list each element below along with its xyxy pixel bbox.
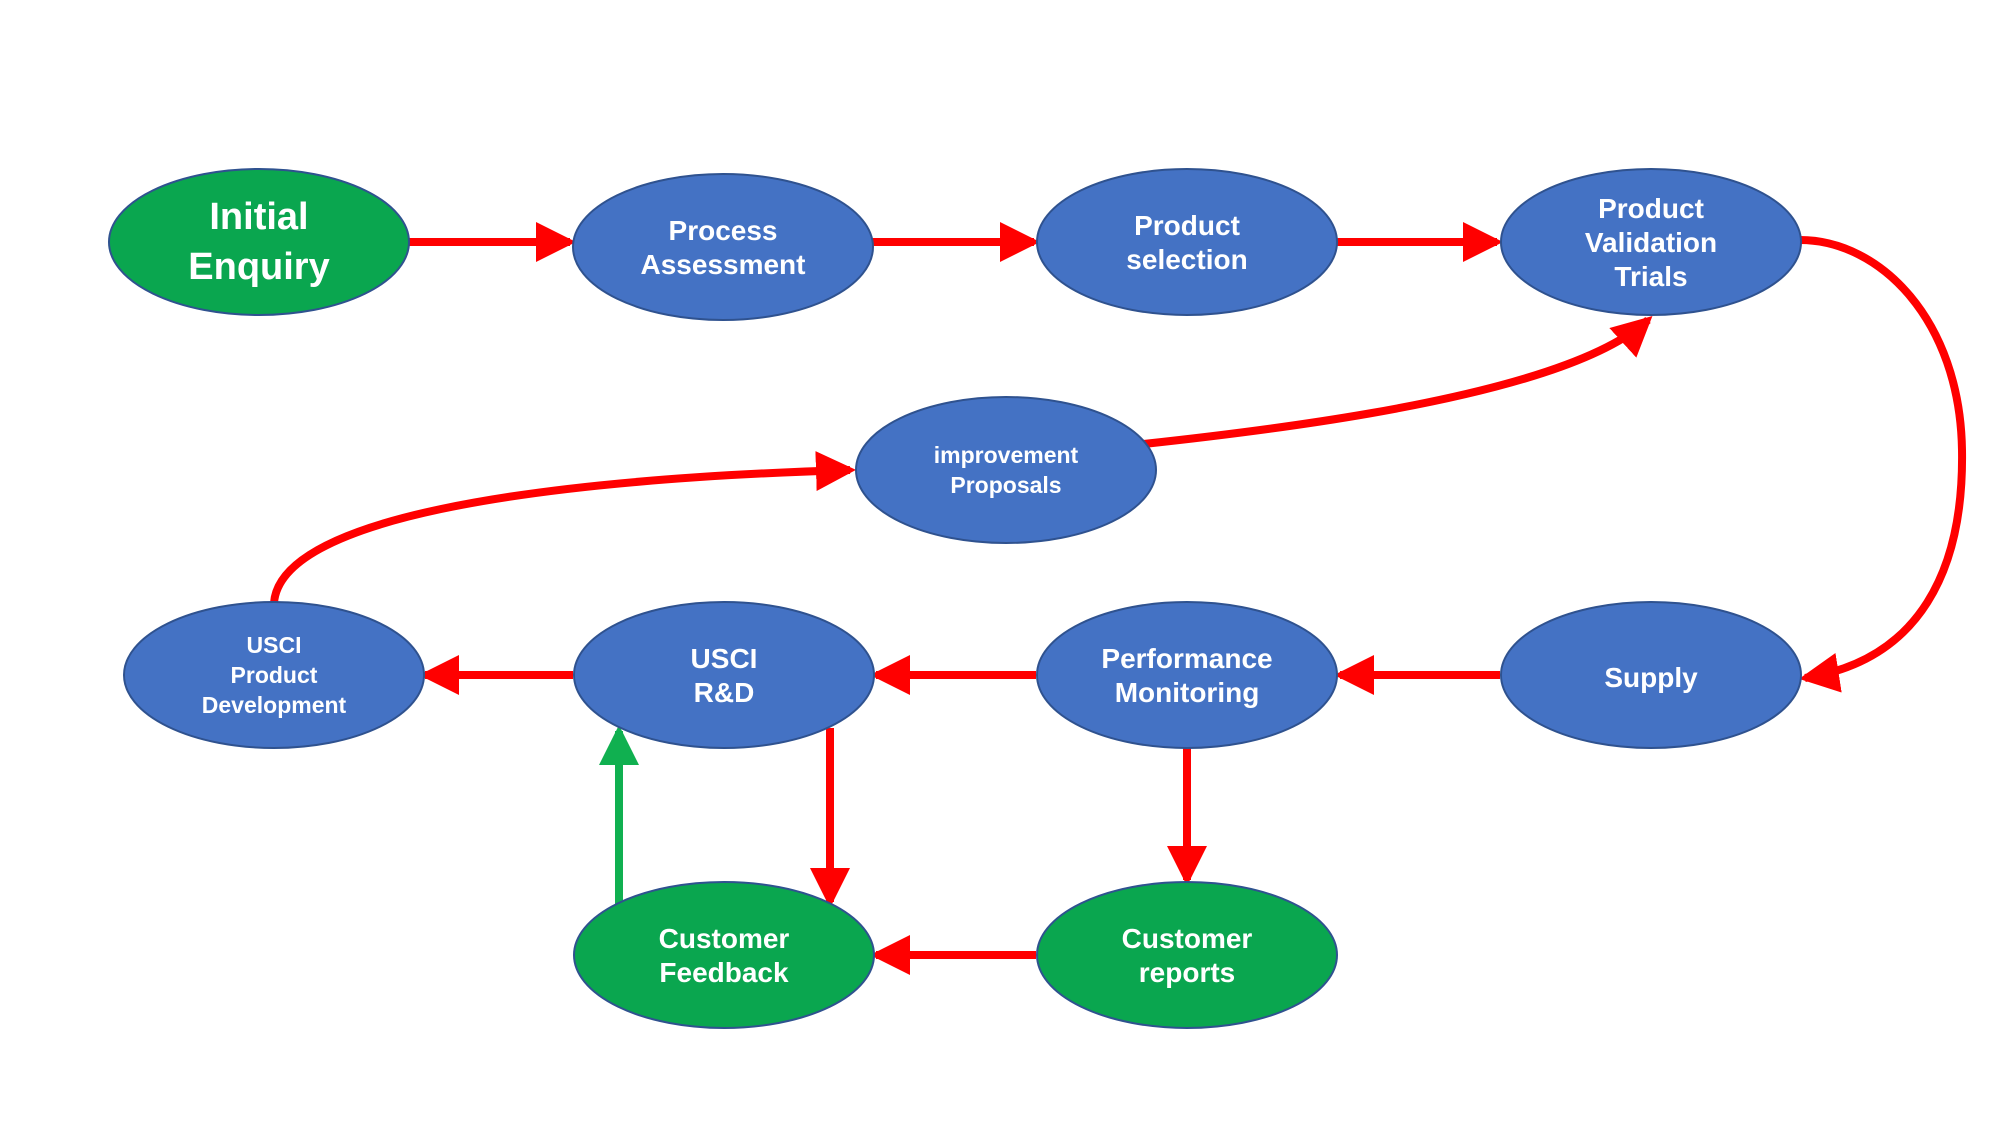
- node-label-line: selection: [1126, 244, 1247, 275]
- node-label-line: USCI: [691, 643, 758, 674]
- node-label-line: reports: [1139, 957, 1235, 988]
- edge-layer: [270, 222, 1967, 975]
- node-label-line: Assessment: [641, 249, 806, 280]
- arrow-product-validation-trials-to-supply: [1799, 236, 1967, 693]
- node-supply[interactable]: Supply: [1500, 601, 1802, 749]
- node-label-line: Monitoring: [1115, 677, 1260, 708]
- node-label-line: Initial: [209, 196, 308, 238]
- node-label-line: Customer: [659, 923, 790, 954]
- node-label-line: Proposals: [950, 472, 1061, 498]
- node-label-line: Product: [1598, 193, 1704, 224]
- node-label-line: Process: [669, 215, 778, 246]
- node-label-line: R&D: [694, 677, 755, 708]
- node-label-line: Feedback: [659, 957, 789, 988]
- arrow-usci-product-development-to-improvement-proposals: [270, 451, 856, 604]
- node-label-line: Trials: [1614, 261, 1687, 292]
- node-label-line: USCI: [247, 632, 302, 658]
- node-label-line: Customer: [1122, 923, 1253, 954]
- node-label-line: Product: [231, 662, 318, 688]
- node-label-line: Enquiry: [188, 246, 329, 288]
- node-label-line: Product: [1134, 210, 1240, 241]
- svg-text:Supply: Supply: [1604, 662, 1698, 693]
- node-label-line: Supply: [1604, 662, 1698, 693]
- node-label-line: Development: [202, 692, 347, 718]
- node-label-line: Validation: [1585, 227, 1717, 258]
- node-label-line: improvement: [934, 442, 1079, 468]
- node-label-line: Performance: [1101, 643, 1272, 674]
